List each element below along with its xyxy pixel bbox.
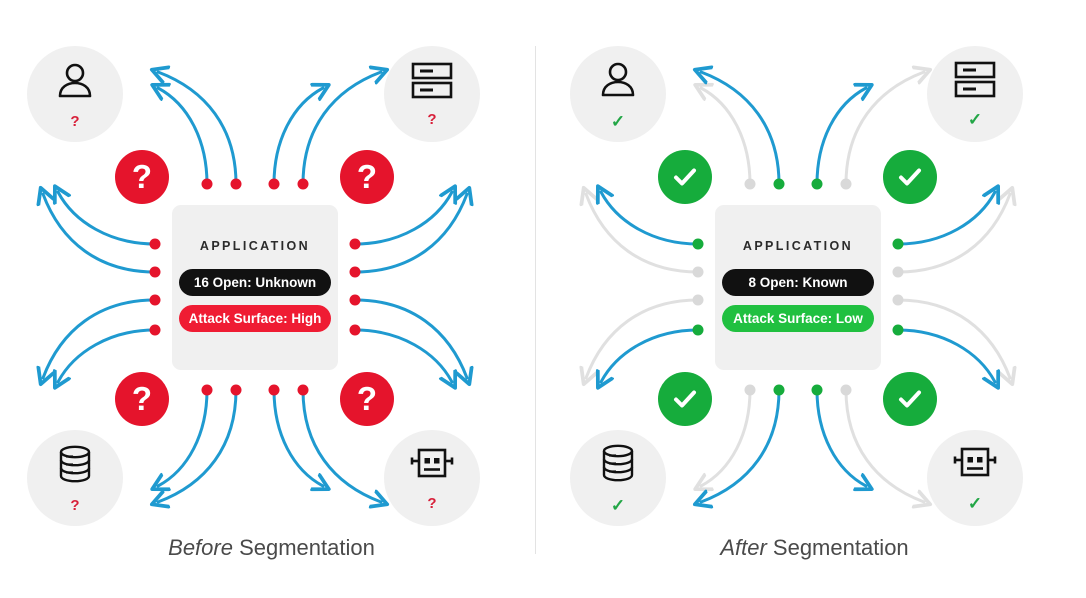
check-icon <box>899 168 921 186</box>
caption-emphasis: After <box>720 535 767 560</box>
panel-caption-before: Before Segmentation <box>0 535 543 561</box>
question-icon: ? <box>356 157 378 195</box>
node-database[interactable]: ? <box>27 430 123 526</box>
attack-surface-pill: Attack Surface: Low <box>722 305 874 332</box>
server-icon <box>409 61 455 106</box>
attack-surface-pill: Attack Surface: High <box>179 305 331 332</box>
node-status-mark: ✓ <box>610 112 626 131</box>
status-badge-known <box>883 150 937 204</box>
node-robot[interactable]: ? <box>384 430 480 526</box>
node-status-mark: ✓ <box>610 496 626 515</box>
status-badge-unknown: ? <box>340 372 394 426</box>
flow-arrows-after <box>543 0 1086 598</box>
node-user[interactable]: ✓ <box>570 46 666 142</box>
question-icon: ? <box>131 157 153 195</box>
panel-after-segmentation: ✓ ✓ <box>543 0 1086 598</box>
application-card-title: APPLICATION <box>742 239 854 253</box>
caption-rest: Segmentation <box>232 535 375 560</box>
caption-emphasis: Before <box>168 535 233 560</box>
status-badge-known <box>883 372 937 426</box>
panel-divider <box>535 46 537 554</box>
server-icon <box>952 60 998 105</box>
node-server[interactable]: ✓ <box>927 46 1023 142</box>
application-card-title: APPLICATION <box>199 239 311 253</box>
status-badge-unknown: ? <box>340 150 394 204</box>
user-icon <box>53 59 97 108</box>
panel-before-segmentation: ? ? <box>0 0 543 598</box>
user-icon <box>596 58 640 107</box>
question-icon: ? <box>356 379 378 417</box>
node-status-mark: ? <box>427 495 437 512</box>
status-badge-known <box>658 372 712 426</box>
caption-rest: Segmentation <box>766 535 909 560</box>
status-badge-unknown: ? <box>115 372 169 426</box>
application-card: APPLICATION 16 Open: Unknown Attack Surf… <box>172 205 338 370</box>
node-database[interactable]: ✓ <box>570 430 666 526</box>
check-icon <box>674 390 696 408</box>
node-status-mark: ? <box>70 113 80 130</box>
open-ports-pill: 16 Open: Unknown <box>179 269 331 296</box>
node-status-mark: ? <box>427 111 437 128</box>
status-badge-known <box>658 150 712 204</box>
check-icon <box>899 390 921 408</box>
robot-icon <box>408 445 456 490</box>
node-status-mark: ✓ <box>967 494 983 513</box>
database-icon <box>596 442 640 491</box>
node-robot[interactable]: ✓ <box>927 430 1023 526</box>
node-status-mark: ✓ <box>967 110 983 129</box>
node-user[interactable]: ? <box>27 46 123 142</box>
panel-caption-after: After Segmentation <box>543 535 1086 561</box>
check-icon <box>674 168 696 186</box>
open-ports-pill: 8 Open: Known <box>722 269 874 296</box>
node-status-mark: ? <box>70 497 80 514</box>
flow-arrows-before <box>0 0 543 598</box>
robot-icon <box>951 444 999 489</box>
node-server[interactable]: ? <box>384 46 480 142</box>
application-card: APPLICATION 8 Open: Known Attack Surface… <box>715 205 881 370</box>
status-badge-unknown: ? <box>115 150 169 204</box>
question-icon: ? <box>131 379 153 417</box>
database-icon <box>53 443 97 492</box>
